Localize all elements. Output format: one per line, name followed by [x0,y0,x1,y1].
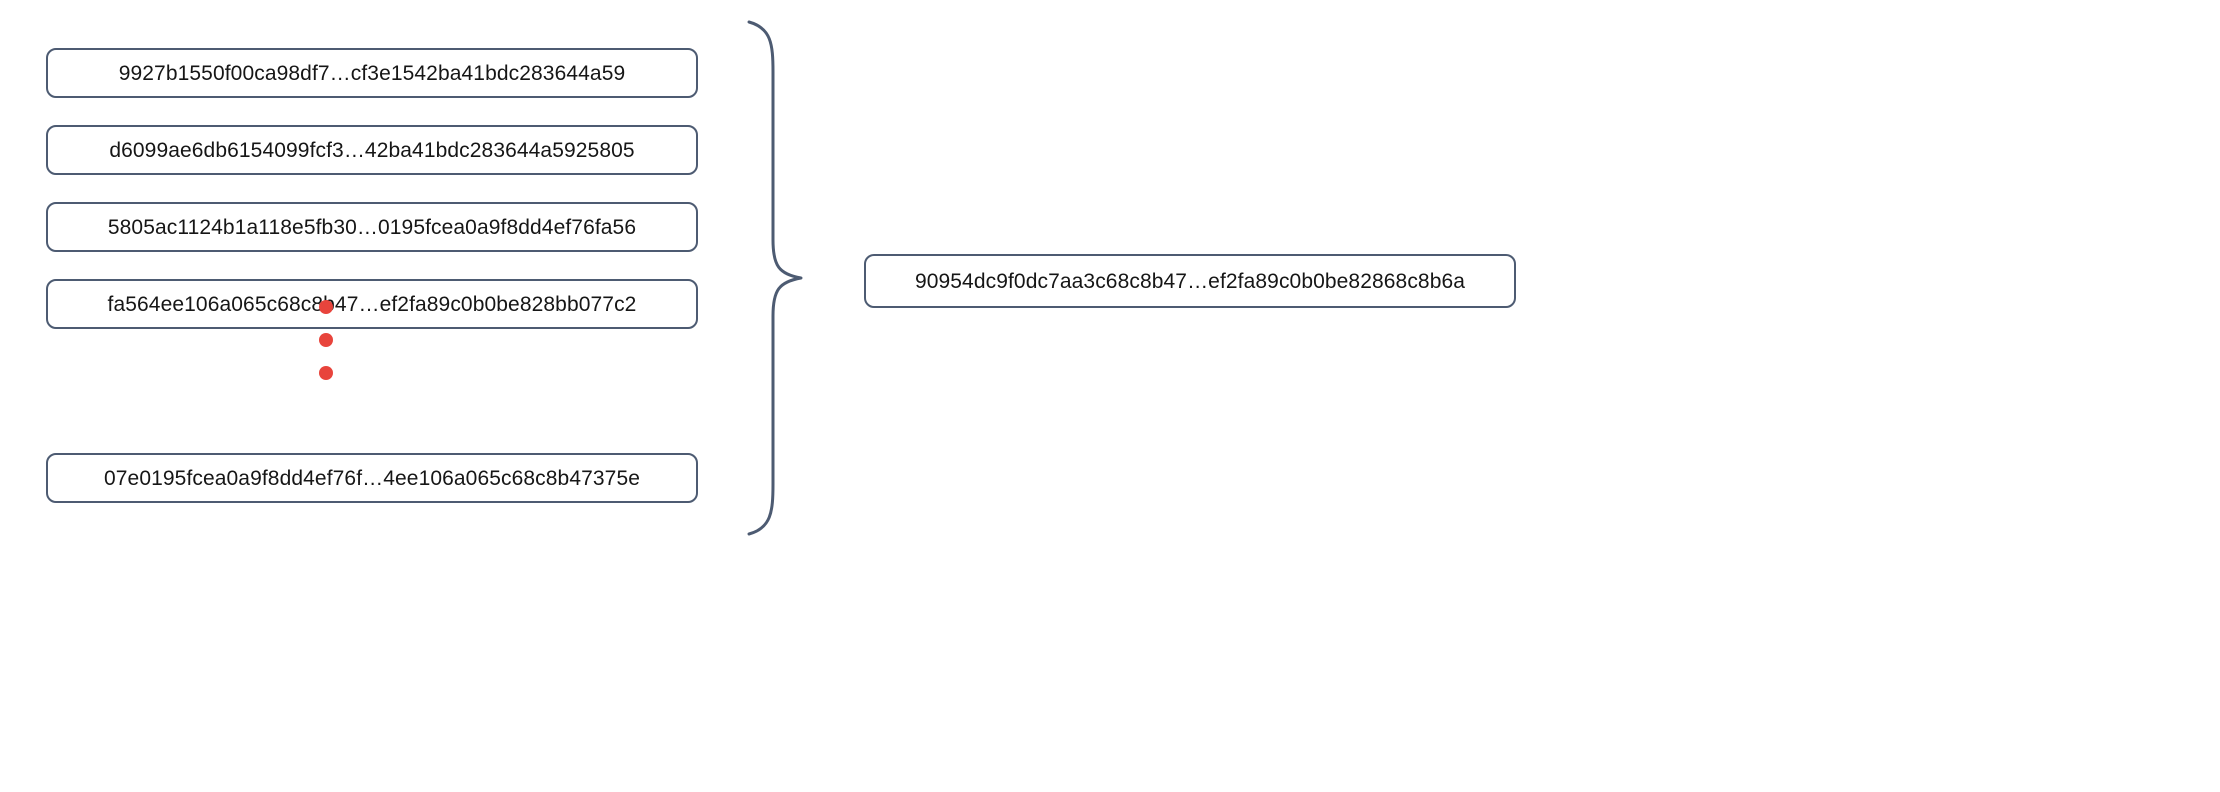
input-hash-label-2: d6099ae6db6154099fcf3…42ba41bdc283644a59… [109,138,635,162]
input-hash-box-3[interactable]: 5805ac1124b1a118e5fb30…0195fcea0a9f8dd4e… [46,202,698,252]
ellipsis-dot-1 [319,300,333,314]
input-hash-label-4: fa564ee106a065c68c8b47…ef2fa89c0b0be828b… [107,292,637,316]
output-hash-box[interactable]: 90954dc9f0dc7aa3c68c8b47…ef2fa89c0b0be82… [864,254,1516,308]
input-hash-box-1[interactable]: 9927b1550f00ca98df7…cf3e1542ba41bdc28364… [46,48,698,98]
input-hash-box-4[interactable]: fa564ee106a065c68c8b47…ef2fa89c0b0be828b… [46,279,698,329]
output-hash-group: 90954dc9f0dc7aa3c68c8b47…ef2fa89c0b0be82… [864,254,1516,310]
ellipsis-dot-2 [319,333,333,347]
ellipsis-dot-3 [319,366,333,380]
input-hash-box-5[interactable]: 07e0195fcea0a9f8dd4ef76f…4ee106a065c68c8… [46,453,698,503]
output-hash-label: 90954dc9f0dc7aa3c68c8b47…ef2fa89c0b0be82… [914,269,1466,293]
input-hash-list: 9927b1550f00ca98df7…cf3e1542ba41bdc28364… [46,48,702,508]
input-hash-label-3: 5805ac1124b1a118e5fb30…0195fcea0a9f8dd4e… [107,215,637,239]
vertical-ellipsis-icon [304,300,348,390]
curly-brace-icon [735,18,835,538]
input-hash-label-1: 9927b1550f00ca98df7…cf3e1542ba41bdc28364… [118,61,626,85]
input-hash-box-2[interactable]: d6099ae6db6154099fcf3…42ba41bdc283644a59… [46,125,698,175]
input-hash-label-5: 07e0195fcea0a9f8dd4ef76f…4ee106a065c68c8… [103,466,641,490]
